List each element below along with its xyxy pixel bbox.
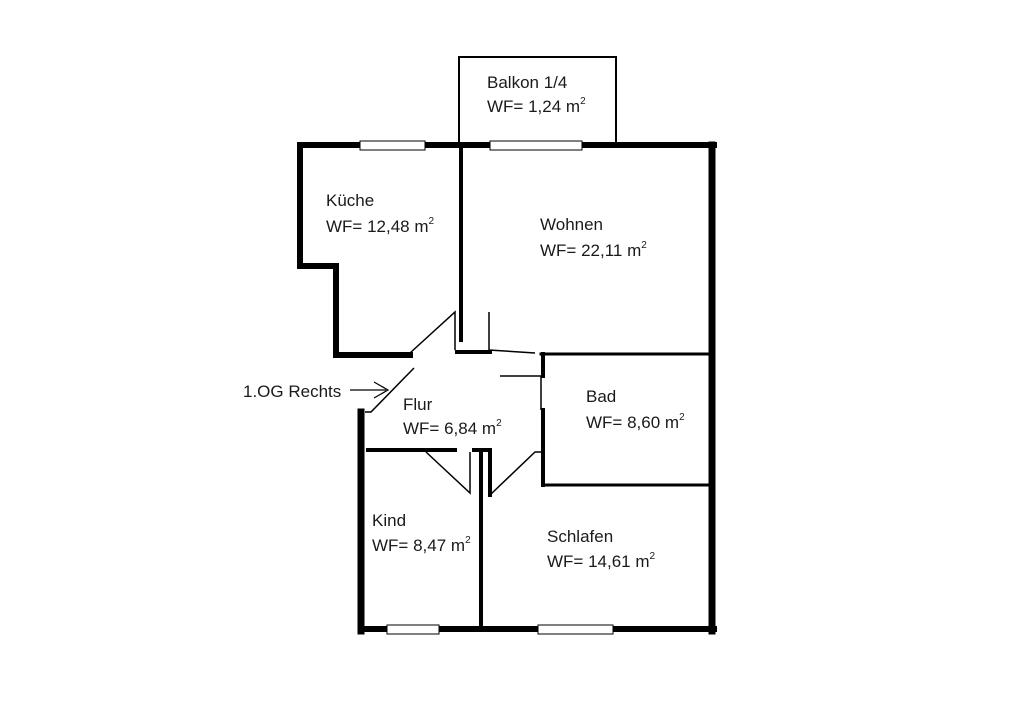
door-bad [500,375,542,410]
wohnen-area: WF= 22,11 m2 [540,240,647,260]
kind-name: Kind [372,511,406,530]
flur-name: Flur [403,395,433,414]
entrance-label: 1.OG Rechts [243,382,341,401]
door-kind [425,451,471,495]
windows [359,140,614,635]
kind-area: WF= 8,47 m2 [372,535,471,555]
doors [365,310,542,496]
entrance-arrow [350,381,390,399]
schlafen-area: WF= 14,61 m2 [547,551,656,571]
schlafen-name: Schlafen [547,527,613,546]
door-wohnen [488,312,536,354]
balkon-area: WF= 1,24 m2 [487,96,586,116]
bad-area: WF= 8,60 m2 [586,412,685,432]
flur-area: WF= 6,84 m2 [403,418,502,438]
interior-walls [366,143,714,631]
balkon-name: Balkon 1/4 [487,73,567,92]
door-entrance [365,367,415,413]
door-kueche [409,310,456,354]
door-schlafen [489,451,541,496]
wohnen-name: Wohnen [540,215,603,234]
kueche-area: WF= 12,48 m2 [326,216,435,236]
kueche-name: Küche [326,191,374,210]
bad-name: Bad [586,387,616,406]
